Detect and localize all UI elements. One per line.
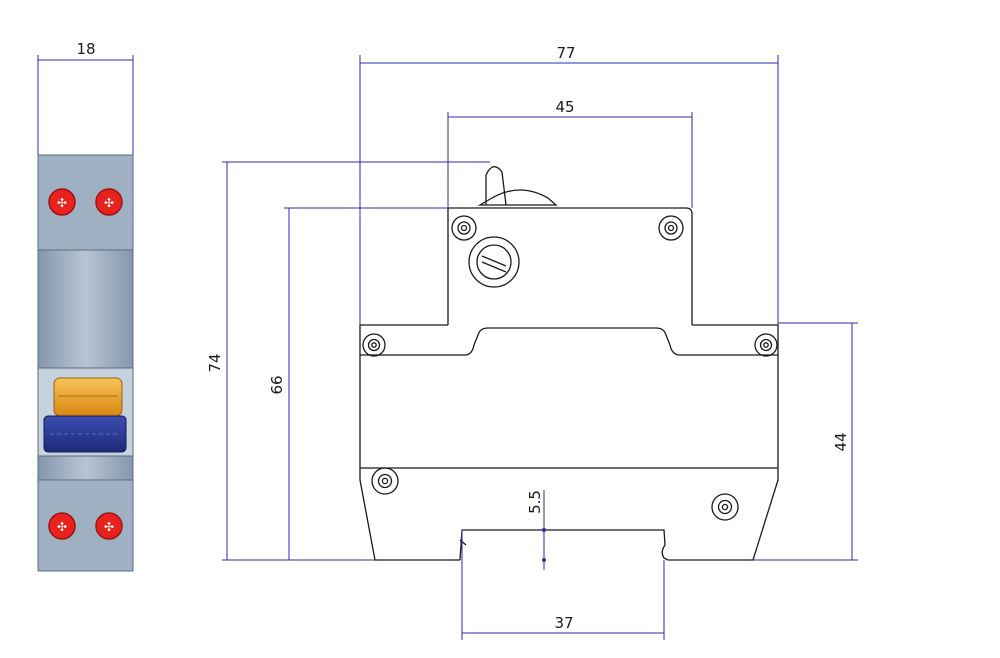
overall-width-label: 77 bbox=[556, 44, 575, 62]
screw-icon bbox=[362, 333, 386, 357]
screw-icon bbox=[658, 215, 684, 241]
body-height-label: 66 bbox=[268, 375, 286, 394]
switch-lever-outline bbox=[485, 166, 507, 206]
terminal-screw-icon: ✣ bbox=[95, 512, 123, 540]
overall-height-label: 74 bbox=[206, 353, 224, 372]
rail-width-label: 37 bbox=[554, 614, 573, 632]
screw-icon bbox=[371, 467, 399, 495]
upper-housing-outline bbox=[447, 207, 693, 325]
side-view bbox=[359, 166, 779, 561]
lower-height-label: 44 bbox=[832, 432, 850, 451]
rail-depth-label: 5.5 bbox=[526, 490, 544, 514]
body-seam bbox=[360, 327, 778, 356]
svg-text:✣: ✣ bbox=[57, 196, 67, 210]
dimension-arrow-icons bbox=[542, 528, 546, 562]
svg-text:✣: ✣ bbox=[104, 196, 114, 210]
front-view: 18 ✣ ✣ ✣ ✣ bbox=[37, 40, 134, 572]
adjustment-knob-icon bbox=[468, 236, 520, 288]
terminal-screw-icon: ✣ bbox=[48, 188, 76, 216]
screw-icon bbox=[754, 333, 778, 357]
terminal-screw-icon: ✣ bbox=[48, 512, 76, 540]
screw-icon bbox=[451, 215, 477, 241]
din-rail-slot bbox=[459, 529, 669, 561]
toggle-lever-orange bbox=[53, 377, 123, 417]
screw-icon bbox=[711, 493, 739, 521]
terminal-screw-icon: ✣ bbox=[95, 188, 123, 216]
switch-lever-base bbox=[477, 189, 558, 206]
svg-text:✣: ✣ bbox=[104, 520, 114, 534]
front-width-label: 18 bbox=[76, 40, 95, 58]
main-body-outline bbox=[359, 324, 779, 561]
housing-width-label: 45 bbox=[555, 98, 574, 116]
svg-text:✣: ✣ bbox=[57, 520, 67, 534]
